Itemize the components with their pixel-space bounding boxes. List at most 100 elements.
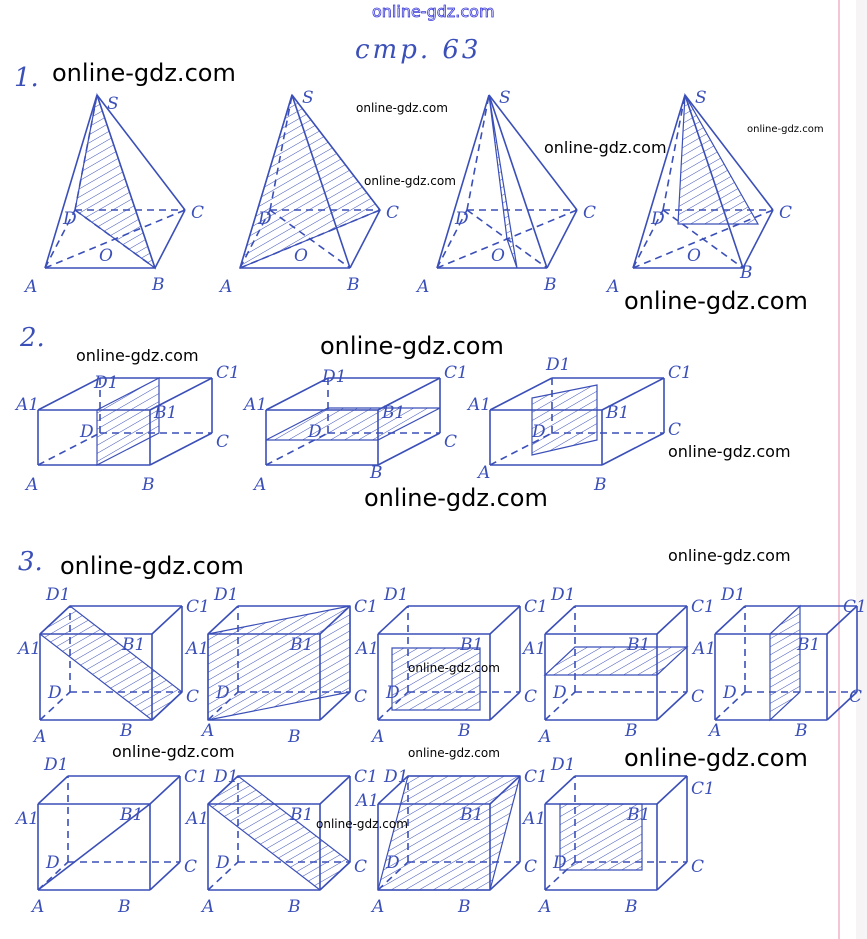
edge bbox=[489, 861, 521, 891]
hatched-section bbox=[391, 647, 481, 711]
vertex-label: B1 bbox=[381, 403, 405, 423]
vertex-label: B bbox=[457, 721, 471, 741]
vertex-label: C bbox=[186, 687, 199, 707]
edge bbox=[714, 605, 746, 635]
vertex-label: B bbox=[287, 897, 301, 917]
vertex-label: D1 bbox=[720, 585, 745, 605]
edge bbox=[656, 775, 688, 805]
watermark: online-gdz.com bbox=[408, 746, 500, 760]
vertex-label: C1 bbox=[668, 363, 692, 383]
edge bbox=[207, 605, 239, 635]
watermark: online-gdz.com bbox=[668, 546, 791, 565]
edge bbox=[684, 94, 774, 211]
edge bbox=[37, 803, 151, 891]
vertex-label: B bbox=[287, 727, 301, 747]
vertex-label: O bbox=[99, 246, 113, 266]
edge bbox=[39, 605, 71, 635]
vertex-label: D1 bbox=[545, 355, 570, 375]
vertex-label: A bbox=[370, 727, 384, 747]
edge bbox=[546, 209, 578, 269]
vertex-label: B bbox=[369, 463, 383, 483]
edge bbox=[544, 691, 576, 721]
vertex-label: D1 bbox=[383, 585, 408, 605]
vertex-label: B1 bbox=[121, 635, 145, 655]
hatched-section bbox=[769, 604, 801, 722]
edge bbox=[149, 432, 213, 466]
edge bbox=[377, 605, 409, 635]
vertex-label: A1 bbox=[184, 639, 209, 659]
vertex-label: B bbox=[624, 897, 638, 917]
vertex-label: A bbox=[252, 475, 266, 495]
vertex-label: B bbox=[346, 275, 360, 295]
hatched-section bbox=[531, 384, 598, 456]
vertex-label: D bbox=[552, 683, 567, 703]
edge bbox=[544, 775, 576, 805]
header-watermark: online-gdz.com bbox=[372, 2, 495, 22]
vertex-label: C bbox=[386, 203, 399, 223]
vertex-label: B1 bbox=[459, 805, 483, 825]
vertex-label: A bbox=[537, 897, 551, 917]
vertex-label: D bbox=[552, 853, 567, 873]
vertex-label: B bbox=[624, 721, 638, 741]
vertex-label: D1 bbox=[213, 585, 238, 605]
edge bbox=[207, 691, 239, 721]
edge bbox=[349, 209, 381, 269]
vertex-label: C bbox=[524, 687, 537, 707]
vertex-label: C bbox=[668, 420, 681, 440]
vertex-label: A1 bbox=[242, 395, 267, 415]
vertex-label: D bbox=[650, 209, 665, 229]
edge bbox=[662, 94, 686, 211]
vertex-label: C1 bbox=[691, 779, 715, 799]
vertex-label: B bbox=[151, 275, 165, 295]
edge bbox=[319, 605, 351, 635]
vertex-label: S bbox=[499, 88, 511, 108]
vertex-label: D bbox=[215, 853, 230, 873]
vertex-label: A bbox=[23, 277, 37, 297]
edge bbox=[37, 861, 69, 891]
edge bbox=[74, 94, 98, 211]
vertex-label: C1 bbox=[444, 363, 468, 383]
vertex-label: B1 bbox=[459, 635, 483, 655]
vertex-label: S bbox=[695, 88, 707, 108]
vertex-label: D bbox=[385, 683, 400, 703]
watermark: online-gdz.com bbox=[60, 552, 244, 580]
vertex-label: C bbox=[354, 687, 367, 707]
watermark: online-gdz.com bbox=[320, 332, 504, 360]
edge bbox=[714, 691, 746, 721]
edge bbox=[149, 775, 181, 805]
edge bbox=[489, 605, 521, 635]
margin-line bbox=[838, 0, 840, 939]
vertex-label: D bbox=[45, 853, 60, 873]
vertex-label: B1 bbox=[289, 805, 313, 825]
watermark: online-gdz.com bbox=[364, 484, 548, 512]
vertex-label: C bbox=[583, 203, 596, 223]
problem-number-2: 2. bbox=[20, 323, 45, 353]
vertex-label: A bbox=[200, 897, 214, 917]
edge bbox=[544, 605, 576, 635]
vertex-label: C bbox=[216, 432, 229, 452]
vertex-label: C1 bbox=[524, 767, 548, 787]
vertex-label: B1 bbox=[119, 805, 143, 825]
watermark: online-gdz.com bbox=[544, 138, 667, 157]
edge bbox=[826, 605, 858, 635]
edge bbox=[149, 861, 181, 891]
vertex-label: A bbox=[476, 463, 490, 483]
vertex-label: D bbox=[47, 683, 62, 703]
hatched-section bbox=[488, 94, 518, 269]
vertex-label: D bbox=[79, 422, 94, 442]
vertex-label: O bbox=[491, 246, 505, 266]
edge bbox=[466, 94, 490, 211]
edge bbox=[269, 209, 351, 269]
vertex-label: C bbox=[524, 857, 537, 877]
vertex-label: C bbox=[691, 857, 704, 877]
vertex-label: B bbox=[593, 475, 607, 495]
edge bbox=[656, 691, 688, 721]
vertex-label: D1 bbox=[213, 767, 238, 787]
vertex-label: C bbox=[444, 432, 457, 452]
vertex-label: A bbox=[32, 727, 46, 747]
vertex-label: A1 bbox=[354, 639, 379, 659]
vertex-label: S bbox=[107, 94, 119, 114]
vertex-label: C1 bbox=[184, 767, 208, 787]
